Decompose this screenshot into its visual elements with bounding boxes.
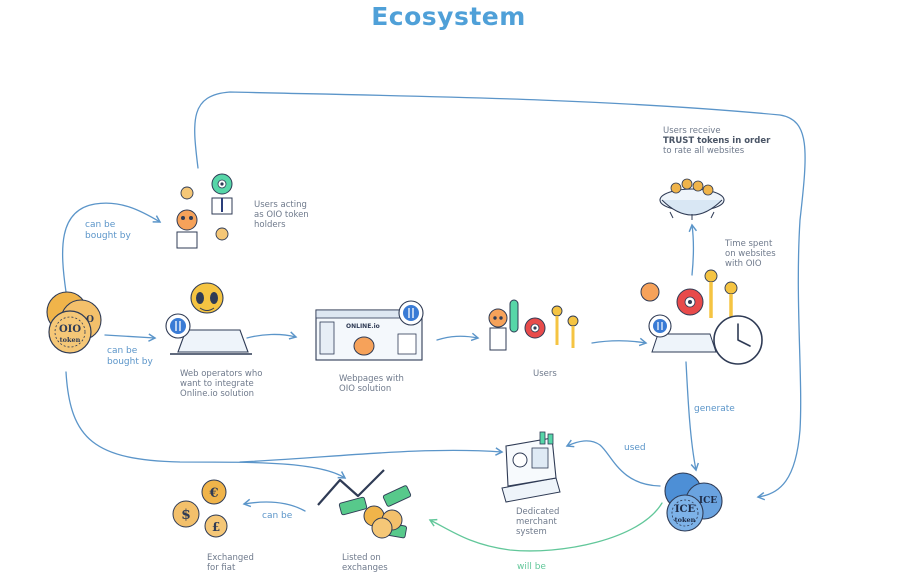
svg-text:$: $ (181, 507, 191, 523)
webpage-screen-icon: ONLINE.io (315, 300, 424, 361)
arrow-time-to-trust (688, 223, 698, 276)
edge-label-bought-by-mid: can be bought by (107, 346, 153, 367)
oio-token-stack-icon: OIO token O (46, 291, 102, 354)
arrow-tokens-to-operators (104, 333, 157, 342)
users-group-icon (488, 299, 579, 351)
page-title: Ecosystem (371, 2, 526, 31)
edge-label-can-be: can be (262, 511, 293, 521)
arrow-webpages-to-users (436, 332, 480, 342)
edge-label-used: used (624, 443, 646, 453)
edge-label-bought-by-top: can be bought by (85, 220, 131, 241)
exchanges-chart-icon (317, 469, 412, 539)
merchant-label: Dedicated merchant system (516, 507, 560, 537)
trust-saucer-icon (659, 178, 725, 220)
svg-text:€: € (208, 486, 218, 501)
arrow-tokens-to-holders (62, 202, 162, 293)
edge-label-generate: generate (694, 404, 735, 414)
arrow-ice-to-merchant (565, 439, 661, 487)
arrow-time-to-ice (685, 361, 700, 472)
arrow-users-to-time (591, 337, 648, 347)
web-operators-label: Web operators who want to integrate Onli… (180, 369, 263, 399)
arrow-exchanges-to-fiat (242, 498, 306, 512)
oio-token-text: OIO (59, 324, 81, 335)
oio-token-subtext: token (60, 336, 81, 344)
cash-register-icon (501, 431, 561, 503)
svg-text:£: £ (212, 520, 220, 534)
time-spent-icon (640, 269, 763, 365)
ice-token-subtext: token (675, 516, 696, 524)
ice-token-stack-icon: ICE token ICE (664, 472, 723, 532)
fiat-coins-icon: € $ £ (172, 479, 228, 538)
arrow-holders-loop (194, 91, 806, 501)
time-spent-label: Time spent on websites with OIO (725, 239, 776, 269)
web-operator-icon (165, 282, 252, 355)
trust-label: Users receive TRUST tokens in order to r… (663, 126, 771, 156)
arrow-tokens-to-merchant (239, 447, 504, 463)
holders-label: Users acting as OIO token holders (254, 200, 309, 230)
fiat-label: Exchanged for fiat (207, 553, 254, 573)
edge-label-will-be: will be (517, 562, 546, 572)
webpages-label: Webpages with OIO solution (339, 374, 404, 394)
arrow-ice-to-exchanges (428, 502, 663, 552)
exchanges-label: Listed on exchanges (342, 553, 388, 573)
arrow-tokens-to-exchanges (65, 371, 347, 479)
svg-text:ICE: ICE (699, 496, 717, 506)
token-holders-icon (176, 173, 233, 249)
svg-text:O: O (86, 315, 94, 325)
ice-token-text: ICE (675, 504, 696, 515)
webpage-banner-text: ONLINE.io (346, 323, 380, 330)
arrow-operators-to-webpages (246, 331, 298, 340)
users-label: Users (533, 369, 557, 379)
